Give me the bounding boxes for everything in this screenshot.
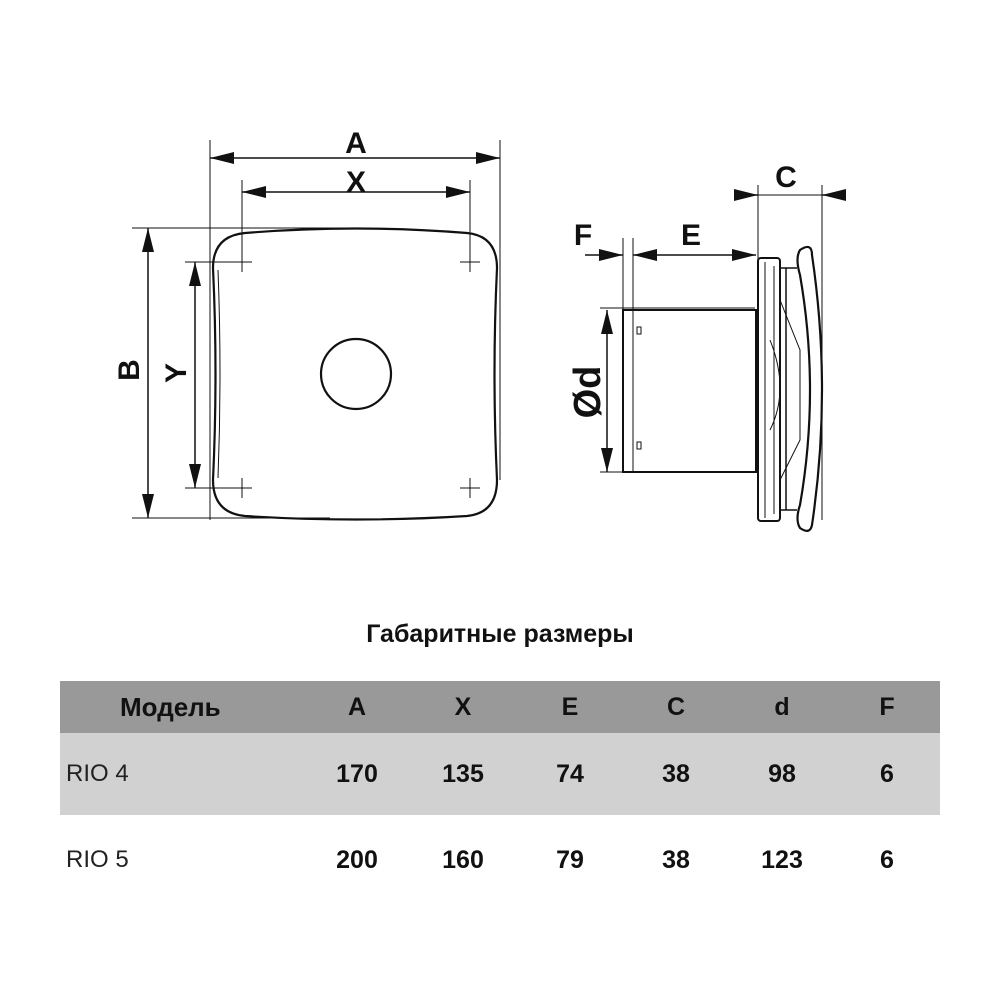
mounting-hole-marks <box>232 252 480 498</box>
cell-F: 6 <box>880 845 894 874</box>
cell-model: RIO 5 <box>66 846 129 873</box>
cell-d: 98 <box>768 759 796 788</box>
cell-X: 160 <box>442 845 484 874</box>
table-title: Габаритные размеры <box>366 620 634 648</box>
cell-C: 38 <box>662 845 690 874</box>
grille-side <box>796 245 824 532</box>
label-Y: Y <box>160 363 193 383</box>
dimension-drawing: A X B Y C E F Ød <box>113 127 846 532</box>
header-C: C <box>666 692 686 721</box>
cell-A: 170 <box>336 759 378 788</box>
center-circle <box>319 337 393 411</box>
cell-X: 135 <box>442 759 484 788</box>
cell-d: 123 <box>761 845 803 874</box>
label-C: C <box>775 161 797 194</box>
side-view <box>585 185 846 532</box>
cell-E: 74 <box>556 759 584 788</box>
table-row: RIO 4 170 135 74 38 98 6 <box>60 733 940 815</box>
header-d: d <box>774 692 790 721</box>
label-F: F <box>574 219 592 252</box>
cell-A: 200 <box>336 845 378 874</box>
label-d: Ød <box>567 366 609 419</box>
header-X: X <box>454 692 472 721</box>
label-A: A <box>345 127 367 160</box>
cell-model: RIO 4 <box>66 760 129 787</box>
table-header: Модель A X E C d F <box>60 681 940 733</box>
header-model: Модель <box>120 691 221 722</box>
table-row: RIO 5 200 160 79 38 123 6 <box>60 815 940 905</box>
label-B: B <box>113 359 146 381</box>
header-F: F <box>879 692 895 721</box>
cell-C: 38 <box>662 759 690 788</box>
label-X: X <box>346 166 366 199</box>
cell-F: 6 <box>880 759 894 788</box>
cell-E: 79 <box>556 845 584 874</box>
header-A: A <box>347 692 367 721</box>
front-view <box>132 140 501 521</box>
header-E: E <box>561 692 579 721</box>
label-E: E <box>681 219 701 252</box>
